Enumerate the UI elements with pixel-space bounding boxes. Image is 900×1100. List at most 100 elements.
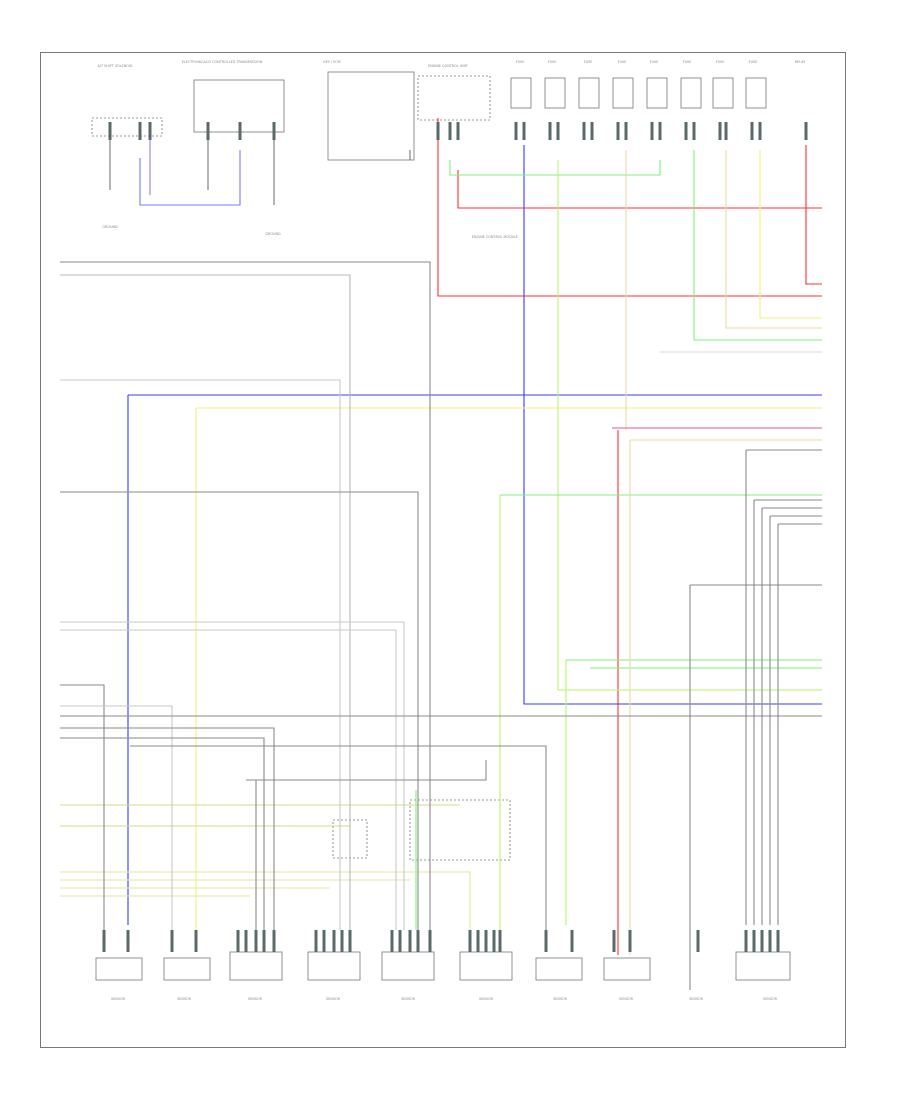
fuse-box: [544, 77, 566, 109]
top-connectors: [91, 71, 767, 161]
fuse-box: [612, 77, 634, 109]
connector-label: FUSE: [749, 60, 758, 64]
component-label: SENSOR: [553, 997, 568, 1001]
connector-box: [327, 71, 415, 161]
connector-pin: [776, 930, 780, 952]
ground-label: GROUND: [102, 225, 118, 229]
component-label: SENSOR: [763, 997, 778, 1001]
component-label: SENSOR: [177, 997, 192, 1001]
yellow-wire: [60, 871, 471, 930]
wires: [60, 118, 822, 990]
ground-label: ENGINE CONTROL MODULE: [472, 235, 518, 239]
connector-pin: [498, 930, 502, 952]
connector-pin: [254, 930, 258, 952]
connector-pin: [684, 122, 688, 140]
ground-label: GROUND: [265, 232, 281, 236]
component-label: SENSOR: [689, 997, 704, 1001]
connector-pins: [102, 122, 808, 952]
bottom-connectors: [95, 799, 791, 981]
connector-pin: [126, 930, 130, 952]
connector-pin: [348, 930, 352, 952]
connector-pin: [724, 122, 728, 140]
connector-pin: [750, 122, 754, 140]
connector-pin: [138, 122, 142, 140]
connector-pin: [238, 122, 242, 140]
connector-pin: [148, 122, 152, 140]
connector-pin: [468, 930, 472, 952]
connector-label: FUSE: [683, 60, 692, 64]
connector-pin: [624, 122, 628, 140]
connector-pin: [416, 930, 420, 952]
connector-pin: [760, 930, 764, 952]
connector-label: FUSE: [516, 60, 525, 64]
connector-pin: [514, 122, 518, 140]
sensor-box: [381, 951, 435, 981]
connector-pin: [206, 122, 210, 140]
connector-pin: [658, 122, 662, 140]
connector-pin: [340, 930, 344, 952]
connector-pin: [102, 930, 106, 952]
gray-wire: [60, 491, 419, 930]
fuse-box: [712, 77, 734, 109]
connector-pin: [650, 122, 654, 140]
fuse-box: [745, 77, 767, 109]
sensor-box: [535, 957, 583, 981]
connector-pin: [590, 122, 594, 140]
component-label: SENSOR: [248, 997, 263, 1001]
green-wire: [449, 160, 661, 176]
connector-pin: [556, 122, 560, 140]
connector-pin: [570, 930, 574, 952]
sensor-box: [95, 957, 143, 981]
connector-pin: [628, 930, 632, 952]
fuse-box: [646, 77, 668, 109]
component-label: SENSOR: [111, 997, 126, 1001]
connector-pin: [492, 930, 496, 952]
gray-wire: [60, 379, 341, 930]
gray-wire: [60, 684, 105, 930]
component-label: SENSOR: [479, 997, 494, 1001]
connector-pin: [804, 122, 808, 140]
connector-pin: [696, 930, 700, 952]
connector-pin: [428, 930, 432, 952]
connector-label: FUSE: [548, 60, 557, 64]
gray-wire: [60, 621, 405, 930]
connector-label: KEY / ECM: [323, 60, 340, 64]
connector-pin: [544, 930, 548, 952]
connector-label: ELECTRONICALLY CONTROLLED TRANSMISSION: [182, 60, 263, 64]
module-box: [409, 799, 511, 861]
sensor-box: [603, 957, 651, 981]
diagram-frame: [40, 52, 846, 1048]
connector-pin: [390, 930, 394, 952]
sensor-box: [229, 951, 283, 981]
connector-label: FUSE: [618, 60, 627, 64]
connector-label: FUSE: [650, 60, 659, 64]
gray-wire: [60, 274, 351, 930]
connector-box: [417, 75, 491, 121]
connector-pin: [616, 122, 620, 140]
sensor-box: [735, 951, 791, 981]
connector-pin: [448, 122, 452, 140]
sensor-box: [307, 951, 361, 981]
connector-label: A/T SHIFT SOLENOID: [97, 64, 132, 68]
connector-pin: [236, 930, 240, 952]
connector-pin: [476, 930, 480, 952]
green-wire: [693, 150, 822, 341]
blue-wire: [523, 145, 822, 705]
green-wire: [557, 160, 822, 691]
connector-label: RELAY: [795, 60, 807, 64]
connector-pin: [752, 930, 756, 952]
red-wire: [457, 170, 822, 209]
tan-wire: [725, 150, 822, 329]
connector-pin: [322, 930, 326, 952]
gray-wire: [246, 760, 487, 781]
connector-pin: [692, 122, 696, 140]
connector-pin: [436, 122, 440, 140]
component-label: SENSOR: [401, 997, 416, 1001]
component-label: SENSOR: [326, 997, 341, 1001]
connector-label: ENGINE CONTROL UNIT: [428, 64, 469, 68]
gray-wire: [60, 727, 275, 930]
connector-pin: [768, 930, 772, 952]
connector-pin: [456, 122, 460, 140]
yellow-wire: [759, 150, 822, 319]
